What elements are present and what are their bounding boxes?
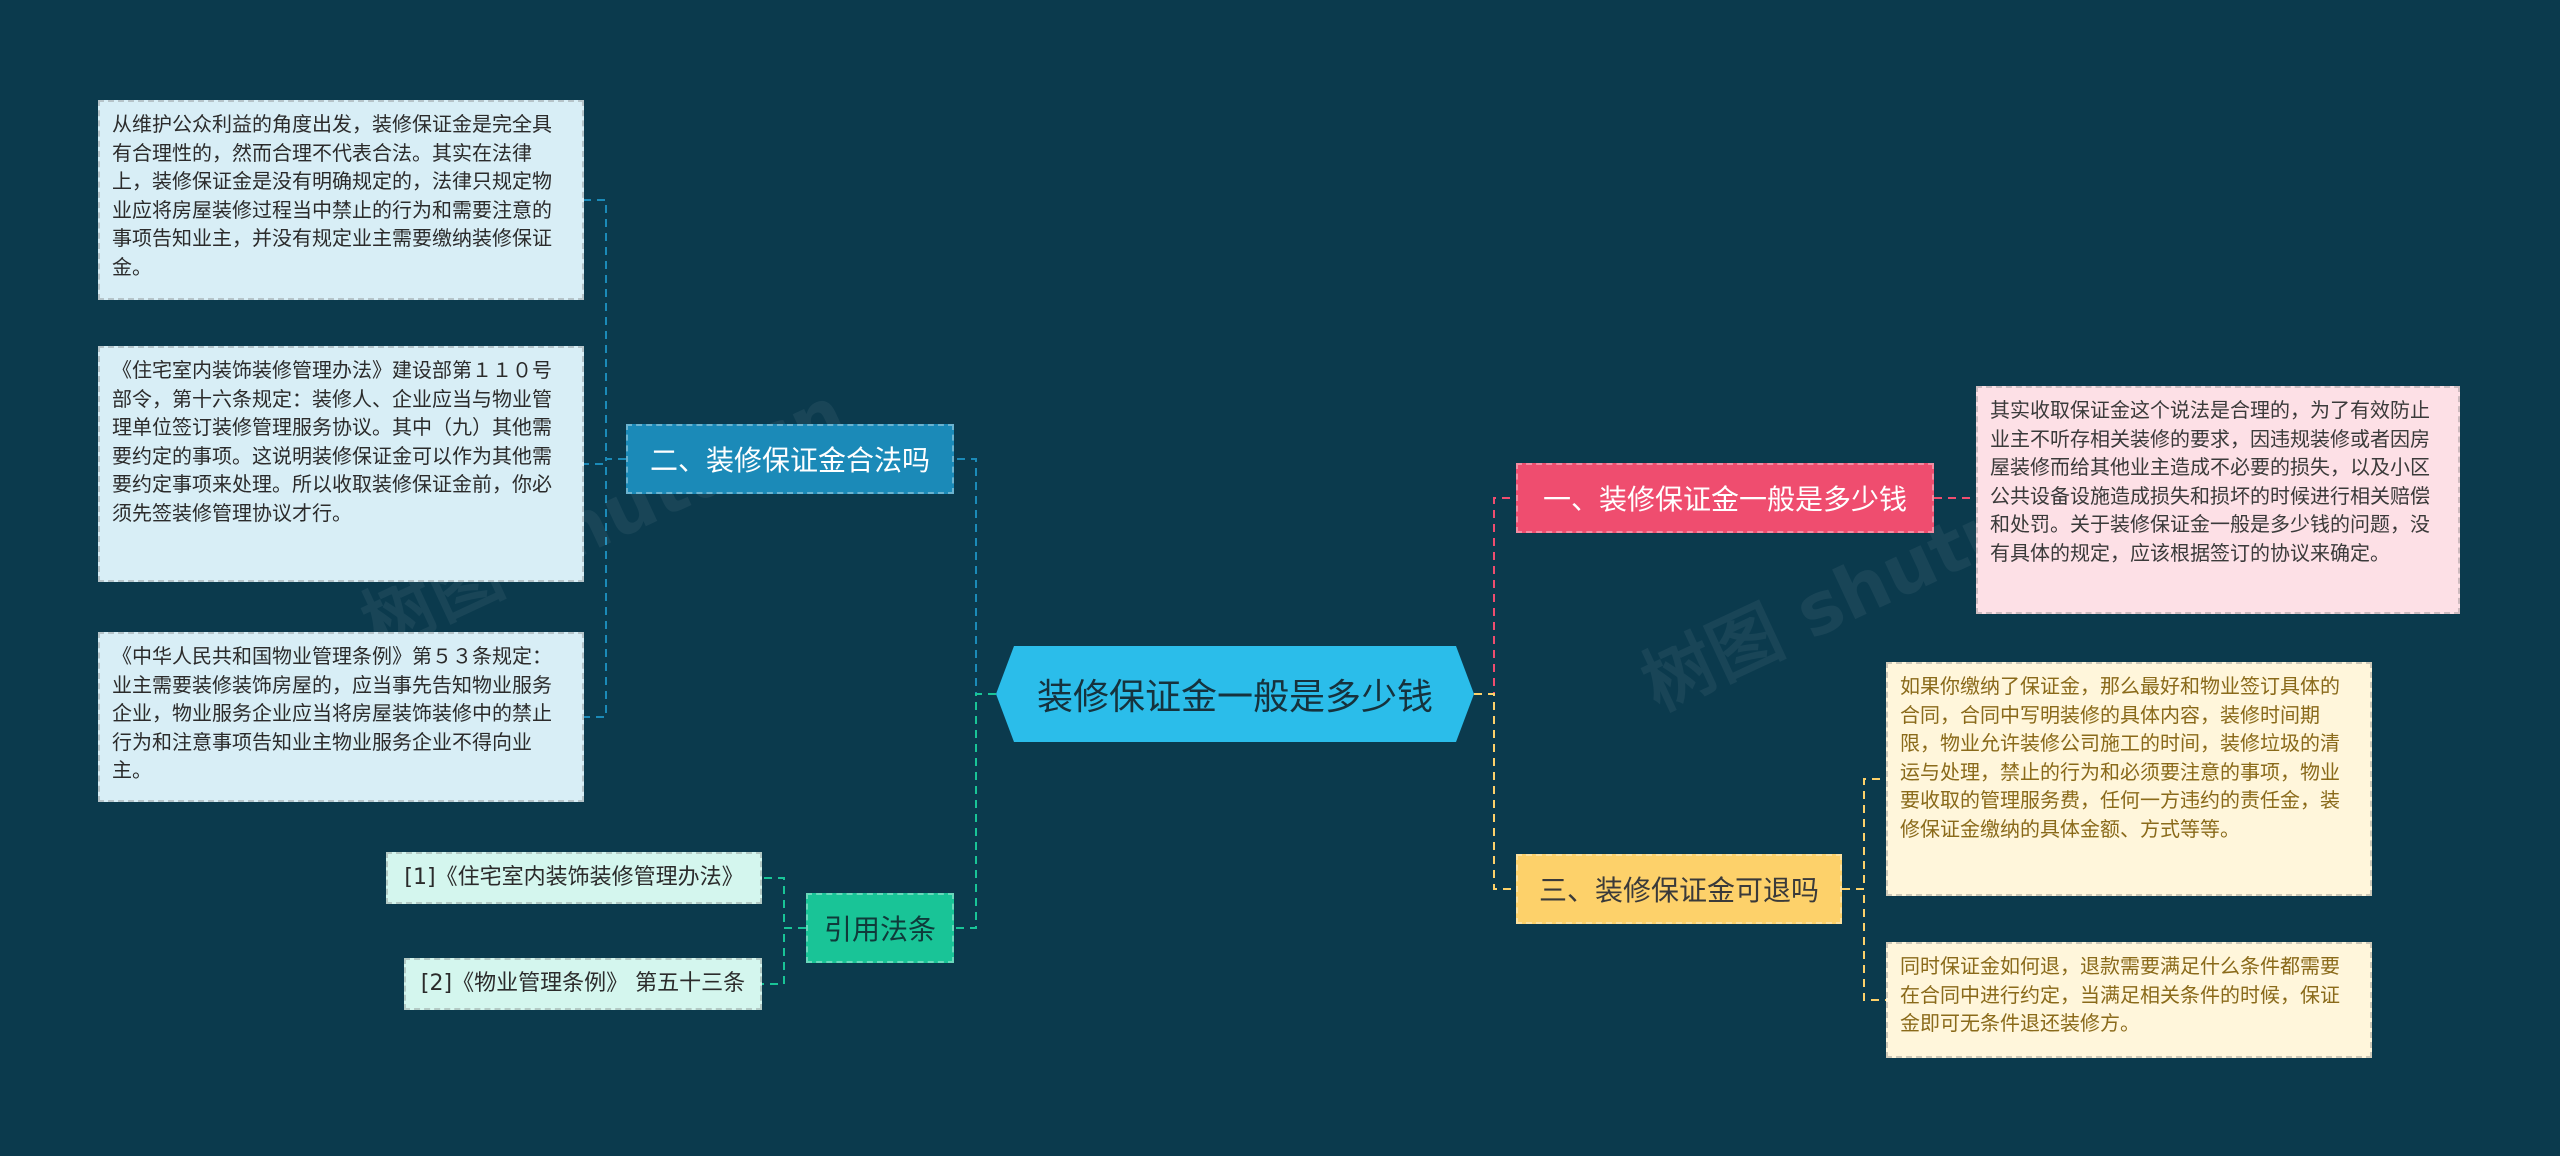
branch-node-legality[interactable]: 二、装修保证金合法吗 (626, 424, 954, 494)
citation-node[interactable]: [1]《住宅室内装饰装修管理办法》 (386, 852, 762, 904)
leaf-node[interactable]: 其实收取保证金这个说法是合理的，为了有效防止业主不听存相关装修的要求，因违规装修… (1976, 386, 2460, 614)
leaf-node[interactable]: 同时保证金如何退，退款需要满足什么条件都需要在合同中进行约定，当满足相关条件的时… (1886, 942, 2372, 1058)
leaf-node[interactable]: 从维护公众利益的角度出发，装修保证金是完全具有合理性的，然而合理不代表合法。其实… (98, 100, 584, 300)
citation-node[interactable]: [2]《物业管理条例》 第五十三条 (404, 958, 762, 1010)
leaf-node[interactable]: 如果你缴纳了保证金，那么最好和物业签订具体的合同，合同中写明装修的具体内容，装修… (1886, 662, 2372, 896)
leaf-node[interactable]: 《住宅室内装饰装修管理办法》建设部第１１０号部令，第十六条规定：装修人、企业应当… (98, 346, 584, 582)
branch-node-amount[interactable]: 一、装修保证金一般是多少钱 (1516, 463, 1934, 533)
leaf-node[interactable]: 《中华人民共和国物业管理条例》第５３条规定：业主需要装修装饰房屋的，应当事先告知… (98, 632, 584, 802)
branch-node-refund[interactable]: 三、装修保证金可退吗 (1516, 854, 1842, 924)
branch-node-citations[interactable]: 引用法条 (806, 893, 954, 963)
root-node[interactable]: 装修保证金一般是多少钱 (996, 646, 1474, 742)
